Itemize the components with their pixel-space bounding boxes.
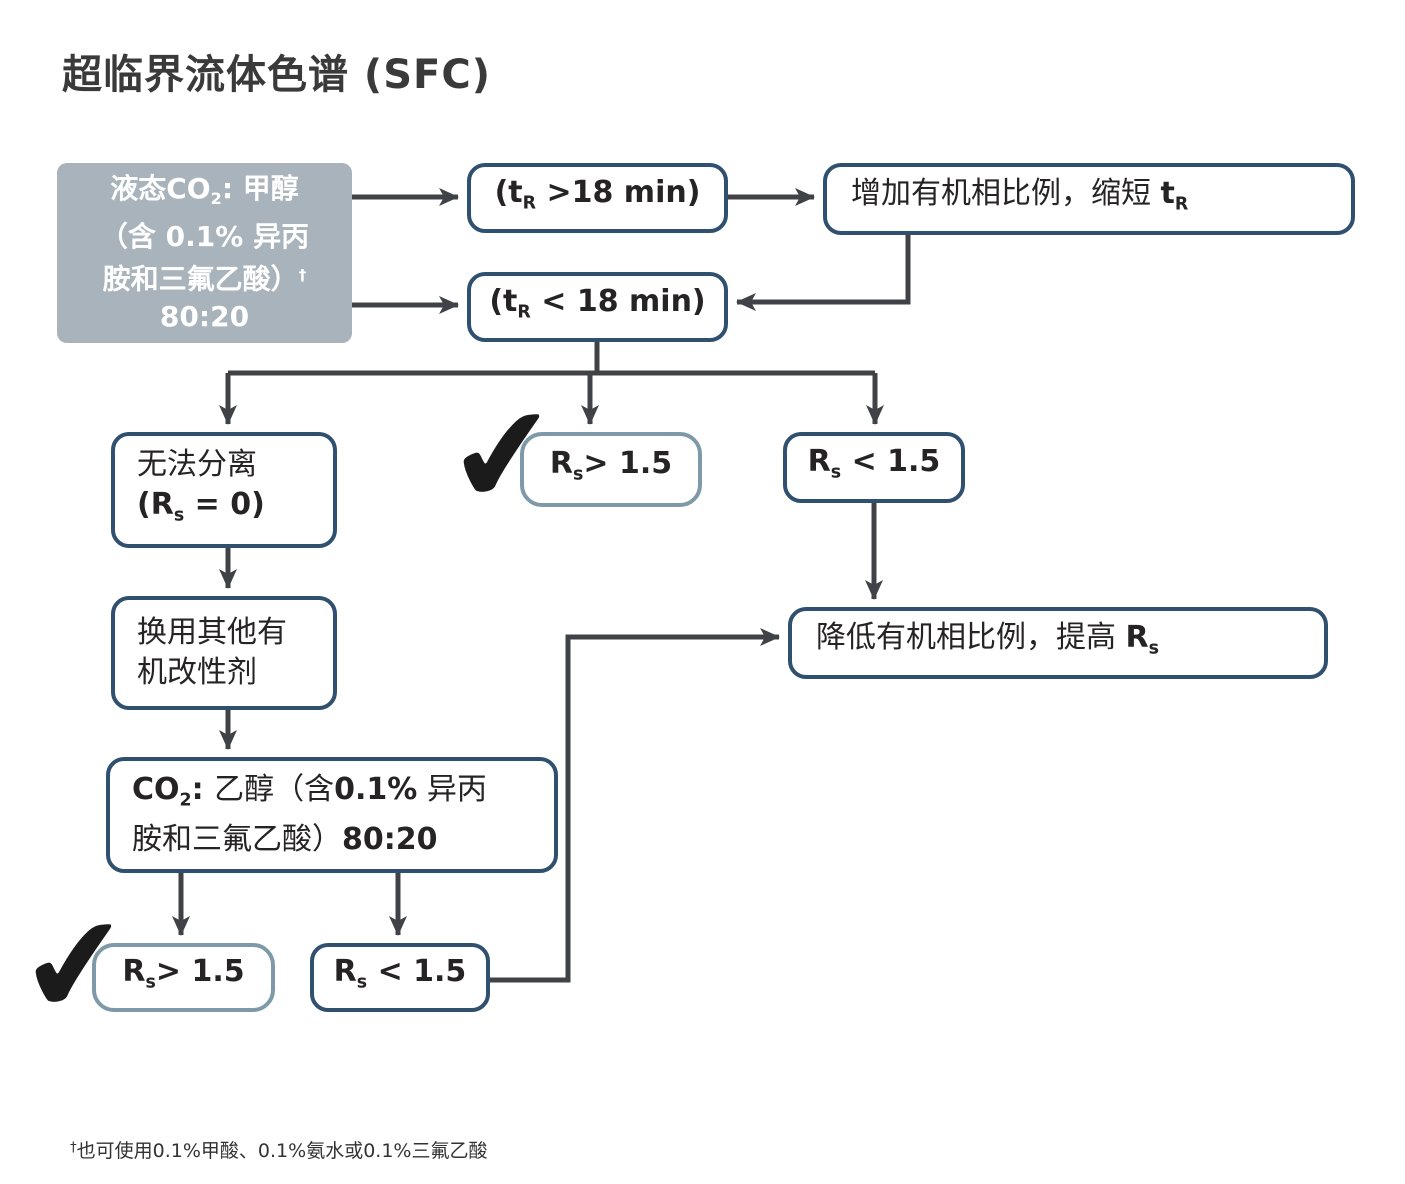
- node-tr-lt-18min: (tR < 18 min): [467, 272, 728, 342]
- node-co2-ethanol: CO2: 乙醇（含0.1% 异丙 胺和三氟乙酸）80:20: [106, 757, 558, 873]
- node-rs-bad-right: Rs < 1.5: [783, 432, 965, 503]
- node-change-organic-modifier: 换用其他有 机改性剂: [111, 596, 337, 710]
- node-lower-organic-ratio: 降低有机相比例，提高 Rs: [788, 607, 1328, 679]
- page-title: 超临界流体色谱 (SFC): [62, 52, 491, 98]
- footnote: †也可使用0.1%甲酸、0.1%氨水或0.1%三氟乙酸: [70, 1140, 488, 1162]
- checkmark-icon: ✔: [440, 373, 567, 539]
- node-increase-organic-ratio: 增加有机相比例，缩短 tR: [823, 163, 1355, 235]
- node-source-mobile-phase: 液态CO2: 甲醇 （含 0.1% 异丙 胺和三氟乙酸）† 80:20: [57, 163, 352, 343]
- checkmark-icon: ✔: [12, 883, 139, 1049]
- node-rs-good-bottom: Rs> 1.5: [92, 943, 275, 1012]
- node-no-separation: 无法分离 (Rs = 0): [111, 432, 337, 548]
- node-tr-gt-18min: (tR >18 min): [467, 163, 728, 233]
- node-rs-bad-bottom: Rs < 1.5: [310, 943, 490, 1012]
- node-rs-good-mid: Rs> 1.5: [520, 432, 702, 507]
- dagger-icon: †: [70, 1140, 77, 1156]
